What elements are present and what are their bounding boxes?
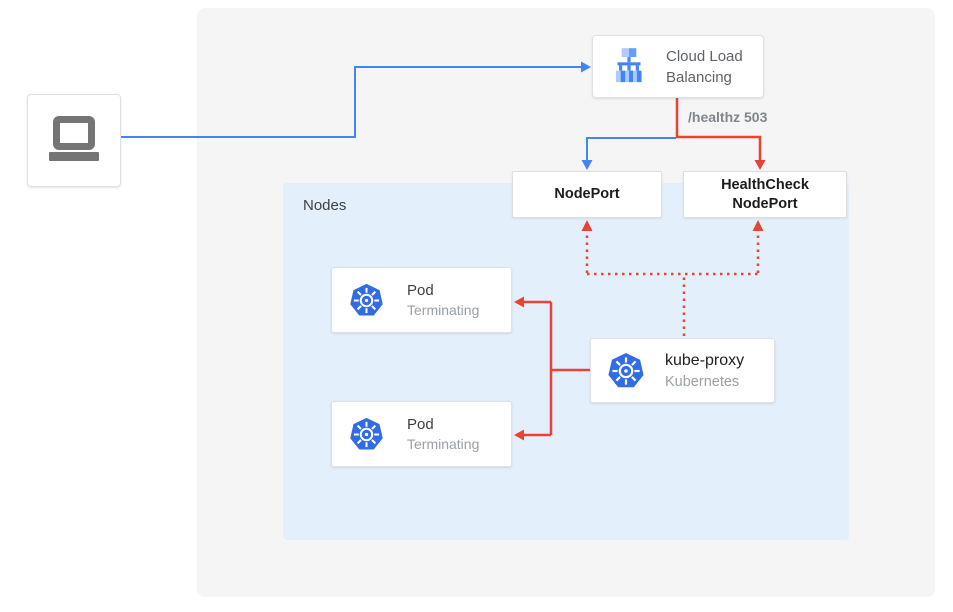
cloud-load-balancing-box: Cloud Load Balancing — [592, 35, 764, 98]
kube-proxy-box: kube-proxy Kubernetes — [590, 338, 775, 403]
laptop-icon — [42, 114, 106, 168]
healthcheck-nodeport-box: HealthCheck NodePort — [683, 171, 847, 218]
nodeport-label: NodePort — [554, 186, 620, 202]
nodes-group-label: Nodes — [303, 197, 347, 214]
pod-title: Pod — [407, 416, 434, 433]
pod-box-1: Pod Terminating — [331, 267, 512, 333]
nodeport-box: NodePort — [512, 171, 662, 218]
cloud-load-balancing-label: Cloud Load Balancing — [666, 47, 743, 86]
kubernetes-icon — [348, 282, 385, 319]
kube-proxy-subtitle: Kubernetes — [665, 373, 740, 390]
healthz-status-label: /healthz 503 — [688, 109, 768, 125]
kube-proxy-title: kube-proxy — [665, 351, 745, 369]
pod-title: Pod — [407, 282, 434, 299]
client-box — [27, 94, 121, 187]
pod-status: Terminating — [407, 302, 480, 318]
pod-status: Terminating — [407, 436, 480, 452]
kubernetes-icon — [606, 351, 646, 391]
pod-box-2: Pod Terminating — [331, 401, 512, 467]
healthcheck-nodeport-label: HealthCheck NodePort — [721, 176, 809, 212]
kubernetes-icon — [348, 416, 385, 453]
load-balancer-icon — [606, 47, 652, 87]
